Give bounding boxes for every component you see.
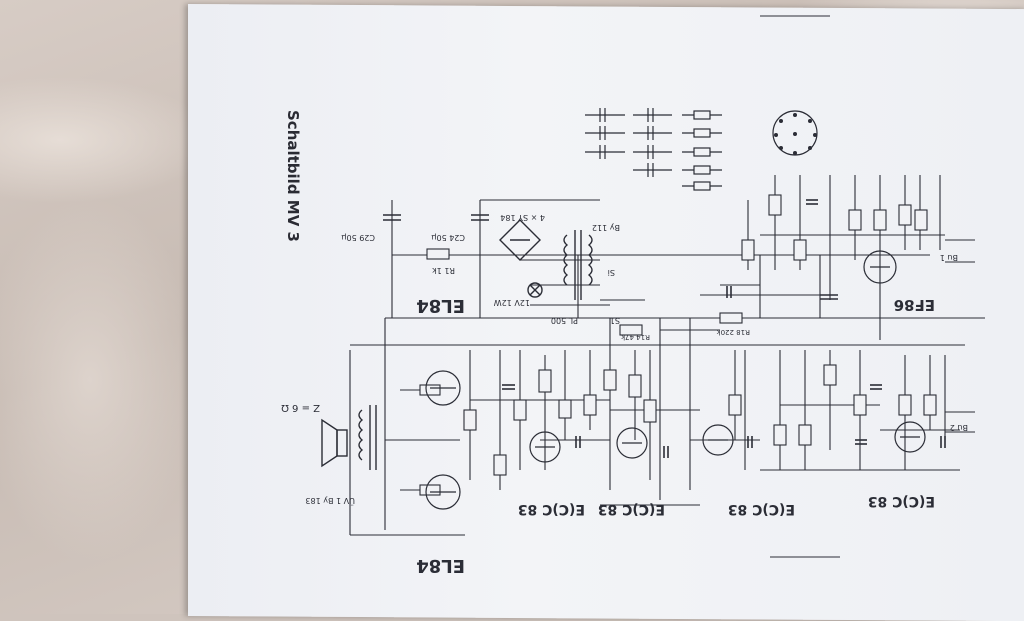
label-ecc83-1: E(C)C 83 xyxy=(518,501,585,517)
resistors xyxy=(419,194,937,496)
label-el84-top: EL84 xyxy=(416,295,465,316)
label-rectifier: 4 × SY 184 xyxy=(500,213,545,222)
tube-ef86-envelope xyxy=(863,250,897,284)
label-r14: R14 47k xyxy=(620,333,650,341)
speaker-magnet xyxy=(336,429,348,457)
tube-ecc83-3-envelope xyxy=(702,424,734,456)
tubes xyxy=(425,110,926,510)
label-el84-bottom: EL84 xyxy=(416,555,465,576)
label-ecc83-4: E(C)C 83 xyxy=(868,493,935,509)
label-r-main: R1 1k xyxy=(432,266,455,275)
label-fuse: Si xyxy=(608,268,615,277)
wiring xyxy=(349,175,985,536)
tube-el84-bottom-envelope xyxy=(425,474,461,510)
label-c-main-1: C29 50µ xyxy=(341,233,375,242)
legend-symbols xyxy=(585,108,722,191)
label-lamp: PL 500 xyxy=(551,316,578,325)
label-switch: S1 xyxy=(610,316,620,325)
tube-el84-top-envelope xyxy=(425,370,461,406)
component-labels: EL84 EL84 E(C)C 83 E(C)C 83 E(C)C 83 E(C… xyxy=(281,213,968,576)
label-ef86: EF86 xyxy=(894,296,935,314)
tube-ecc83-4-envelope xyxy=(894,421,926,453)
capacitors xyxy=(383,199,946,458)
label-ecc83-2: E(C)C 83 xyxy=(598,501,665,517)
page-rules xyxy=(760,15,840,558)
transformers xyxy=(321,219,593,470)
tube-ecc83-2-envelope xyxy=(616,427,648,459)
label-bu-1: Bu 1 xyxy=(940,253,958,262)
label-output-transformer: ÜV 1 By 183 xyxy=(305,496,355,506)
label-mains-transformer: By 112 xyxy=(592,223,620,232)
label-speaker: Z = 6 Ω xyxy=(281,402,320,413)
pilot-lamp-symbol xyxy=(527,282,543,298)
label-bu-2: Bu 2 xyxy=(950,423,968,432)
socket-pins xyxy=(774,113,817,155)
rectifier-bridge xyxy=(499,219,541,261)
label-ecc83-3: E(C)C 83 xyxy=(728,501,795,517)
label-c-main-2: C24 50µ xyxy=(431,233,465,242)
label-r18: R18 220k xyxy=(716,328,750,336)
tube-ecc83-1-envelope xyxy=(529,431,561,463)
speaker-cone xyxy=(321,418,338,468)
label-lamp-rating: 12V 12W xyxy=(494,298,530,307)
